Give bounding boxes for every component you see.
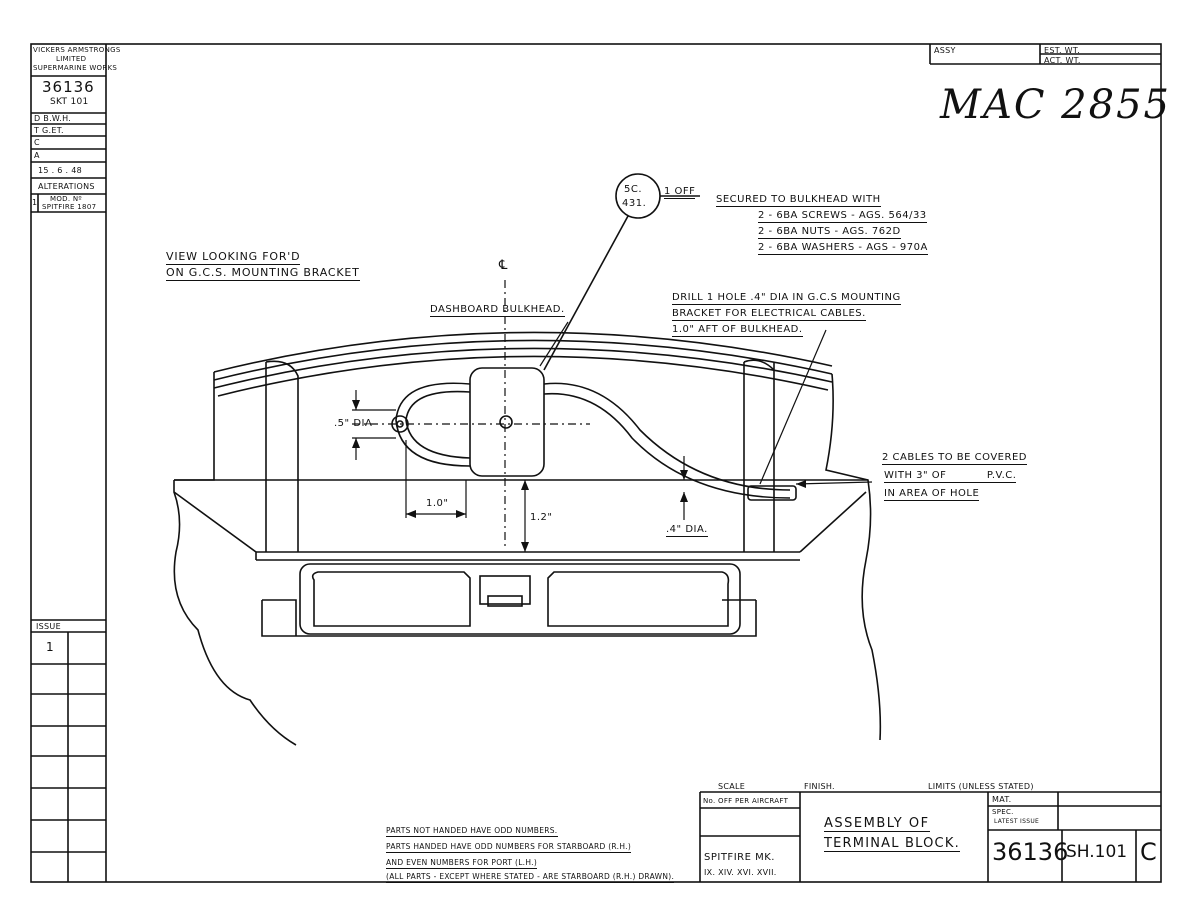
balloon-line2: 431.	[622, 198, 647, 209]
dimension-arrows	[352, 400, 806, 552]
handwritten-reference: MAC 2855	[940, 82, 1171, 128]
drill-note-line3: 1.0" AFT OF BULKHEAD.	[672, 324, 803, 337]
bulkhead-label: DASHBOARD BULKHEAD.	[430, 304, 565, 317]
issue-letter: C	[1140, 838, 1157, 866]
finish-label: FINISH.	[804, 782, 835, 791]
view-title-line2: ON G.C.S. MOUNTING BRACKET	[166, 266, 360, 281]
drawing-number: 36136	[992, 838, 1069, 866]
issue-header: ISSUE	[36, 622, 61, 631]
parts-note-line4: (ALL PARTS - EXCEPT WHERE STATED - ARE S…	[386, 872, 675, 883]
aircraft-marks: IX. XIV. XVI. XVII.	[704, 868, 777, 877]
alteration-text-2: SPITFIRE 1807	[42, 203, 97, 211]
drawing-title-line1: ASSEMBLY OF	[824, 816, 930, 832]
latest-issue-label: LATEST ISSUE	[994, 818, 1040, 825]
number-off-label: No. OFF PER AIRCRAFT	[703, 797, 789, 805]
assembly-view	[173, 173, 882, 746]
drawn-by: D B.W.H.	[34, 114, 72, 123]
secured-note-line2: 2 - 6BA SCREWS - AGS. 564/33	[758, 210, 927, 223]
drill-note-line1: DRILL 1 HOLE .4" DIA IN G.C.S MOUNTING	[672, 292, 901, 305]
checked-by: C	[34, 138, 40, 147]
material-label: MAT.	[992, 795, 1012, 804]
spec-label: SPEC.	[992, 808, 1014, 816]
secured-note-line4: 2 - 6BA WASHERS - AGS - 970A	[758, 242, 928, 255]
view-title-line1: VIEW LOOKING FOR'D	[166, 250, 301, 265]
company-name-line1: VICKERS ARMSTRONGS	[33, 46, 121, 54]
drawing-date: 15 . 6 . 48	[38, 166, 83, 175]
scale-label: SCALE	[718, 782, 746, 791]
issue-value: 1	[46, 640, 54, 654]
company-name-line3: SUPERMARINE WORKS	[33, 64, 118, 72]
cables-note-line3: IN AREA OF HOLE	[884, 488, 980, 501]
limits-label: LIMITS (UNLESS STATED)	[928, 782, 1034, 791]
centerline-symbol: ℄	[499, 258, 508, 273]
dimension-cable-diameter: .4" DIA.	[666, 524, 708, 537]
act-wt-label: ACT. WT.	[1044, 56, 1081, 65]
assy-label: ASSY	[934, 46, 956, 55]
parts-note-line3: AND EVEN NUMBERS FOR PORT (L.H.)	[386, 858, 538, 869]
alteration-number: 1	[32, 198, 38, 207]
sketch-number: SKT 101	[50, 97, 89, 107]
drawing-title-line2: TERMINAL BLOCK.	[824, 836, 960, 852]
dimension-1-0: 1.0"	[426, 498, 449, 509]
dimension-hole-diameter: .5" DIA	[334, 418, 373, 429]
cables-note-line2: WITH 3" OF P.V.C.	[884, 470, 1017, 483]
alteration-text-1: MOD. Nº	[50, 195, 83, 203]
drawing-number-left: 36136	[42, 78, 95, 96]
parts-note-line1: PARTS NOT HANDED HAVE ODD NUMBERS.	[386, 826, 558, 837]
balloon-quantity: 1 OFF	[664, 186, 696, 199]
aircraft-type: SPITFIRE MK.	[704, 852, 775, 863]
drill-note-line2: BRACKET FOR ELECTRICAL CABLES.	[672, 308, 866, 321]
alterations-header: ALTERATIONS	[38, 182, 95, 191]
secured-note-line1: SECURED TO BULKHEAD WITH	[716, 194, 881, 207]
company-name-line2: LIMITED	[56, 55, 87, 63]
traced-by: T G.ET.	[34, 126, 64, 135]
balloon-line1: 5C.	[624, 184, 643, 195]
parts-note-line2: PARTS HANDED HAVE ODD NUMBERS FOR STARBO…	[386, 842, 632, 853]
approved-by: A	[34, 151, 40, 160]
dimension-1-2: 1.2"	[530, 512, 553, 523]
est-wt-label: EST. WT.	[1044, 46, 1080, 55]
secured-note-line3: 2 - 6BA NUTS - AGS. 762D	[758, 226, 901, 239]
sheet-number: SH.101	[1066, 842, 1128, 862]
cables-note-line1: 2 CABLES TO BE COVERED	[882, 452, 1027, 465]
